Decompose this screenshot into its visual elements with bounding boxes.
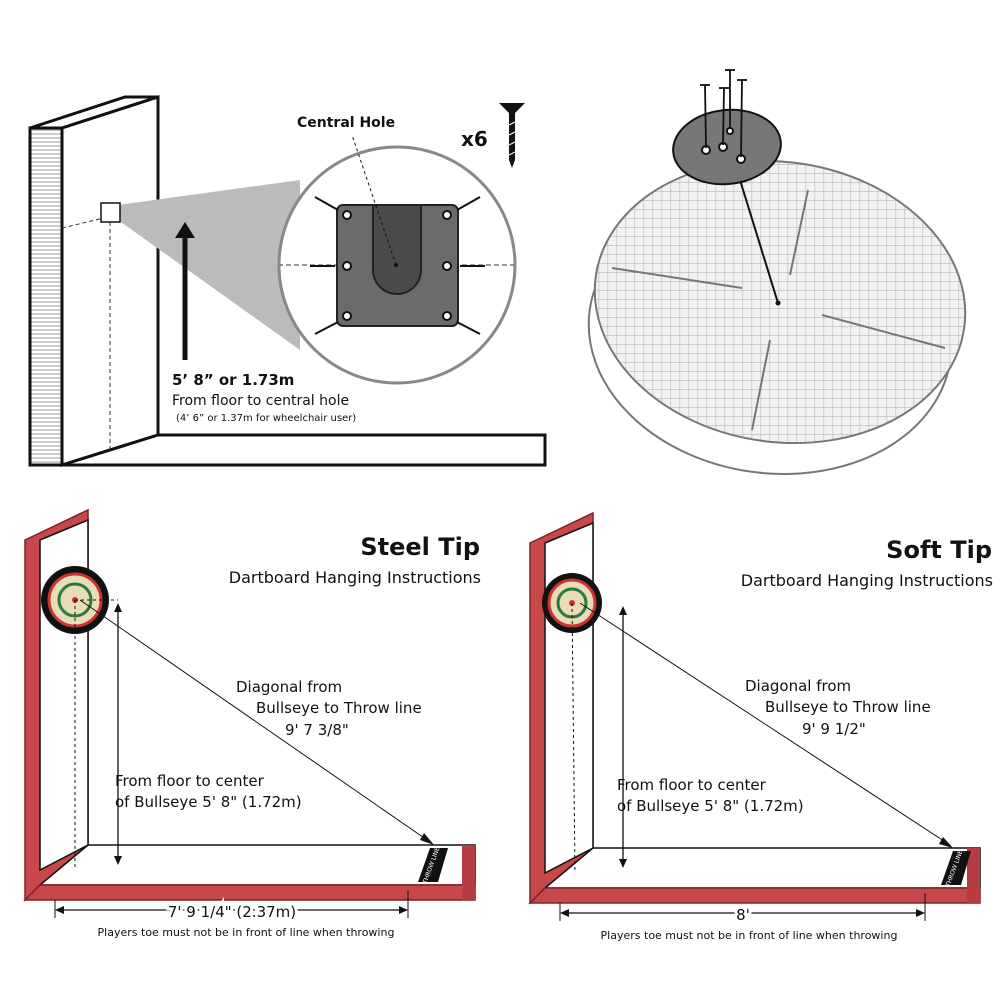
mount-height-desc: From floor to central hole: [172, 393, 349, 409]
central-hole-label: Central Hole: [297, 115, 395, 131]
soft-tip-panel: THROW LINE Soft Tip Dartboard Hanging In…: [528, 511, 993, 942]
diagonal-value: 9' 9 1/2": [802, 720, 866, 738]
height-arrow-icon: [175, 222, 195, 238]
board-back-diagram: [587, 69, 967, 475]
soft-tip-subtitle: Dartboard Hanging Instructions: [741, 571, 993, 590]
diagonal-label-line2: Bullseye to Throw line: [256, 699, 422, 717]
steel-tip-title: Steel Tip: [360, 533, 480, 561]
toe-note: Players toe must not be in front of line…: [601, 929, 898, 942]
height-label-line2: of Bullseye 5' 8" (1.72m): [115, 793, 302, 811]
central-slot: [372, 204, 422, 295]
screws-icon: [700, 69, 747, 158]
floor: [61, 433, 547, 467]
wall-side: [28, 126, 64, 467]
height-label-line1: From floor to center: [115, 772, 265, 790]
diagonal-label-line1: Diagonal from: [236, 678, 342, 696]
mount-height: 5’ 8” or 1.73m: [172, 371, 294, 389]
throw-line: [418, 848, 448, 882]
steel-tip-panel: THROW LINE Steel Tip Dartboard Hanging I…: [23, 508, 481, 939]
diagonal-value: 9' 7 3/8": [285, 721, 349, 739]
steel-tip-subtitle: Dartboard Hanging Instructions: [229, 568, 481, 587]
toe-note: Players toe must not be in front of line…: [98, 926, 395, 939]
soft-tip-title: Soft Tip: [886, 536, 992, 564]
screw-icon: [499, 103, 525, 168]
screw-count: x6: [461, 127, 488, 151]
wall-mount-diagram: Central Hole x6 5’ 8” or 1.73m From floo…: [28, 94, 547, 468]
height-label-line1: From floor to center: [617, 776, 767, 794]
height-label-line2: of Bullseye 5' 8" (1.72m): [617, 797, 804, 815]
diagonal-label-line1: Diagonal from: [745, 677, 851, 695]
screws: [310, 196, 485, 335]
zoom-cone: [118, 180, 300, 350]
screw-holes: [342, 210, 452, 321]
mount-hole-marker: [100, 202, 121, 223]
throw-distance: 8': [736, 906, 750, 924]
wheelchair-note: (4’ 6” or 1.37m for wheelchair user): [176, 413, 356, 424]
diagonal-label-line2: Bullseye to Throw line: [765, 698, 931, 716]
throw-distance: 7' 9 1/4" (2.37m): [168, 903, 296, 921]
throw-line: [941, 851, 971, 885]
